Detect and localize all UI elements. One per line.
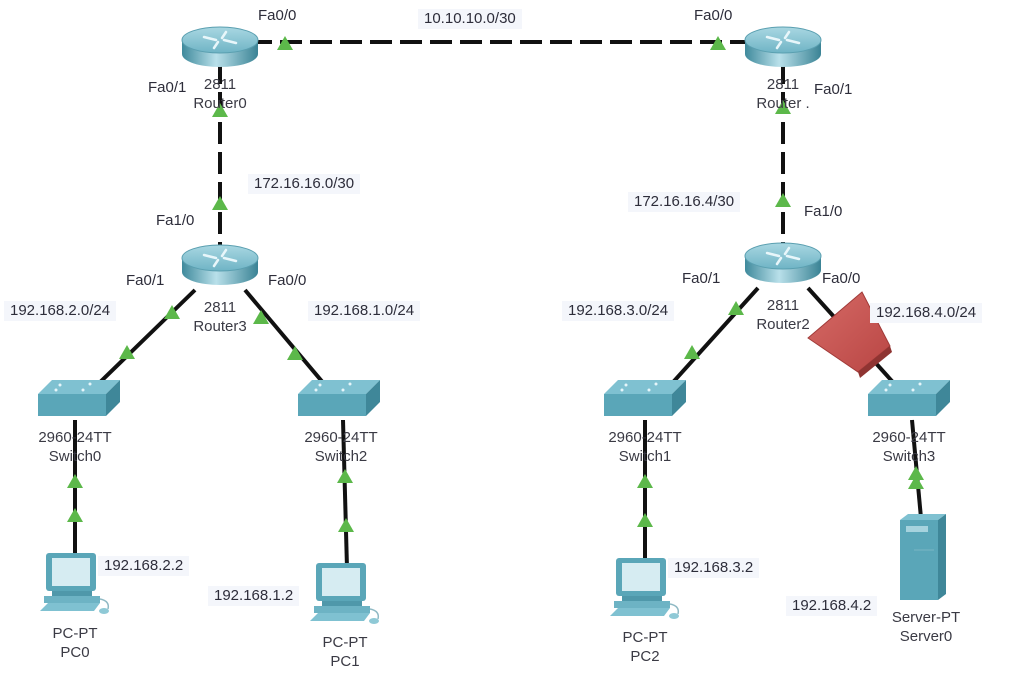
pc-icon[interactable]: [610, 558, 680, 619]
device-name: PC1: [330, 653, 360, 670]
network-label-wan-right: 172.16.16.4/30: [628, 192, 741, 212]
device-model: 2811: [203, 76, 237, 93]
router-icon[interactable]: [181, 26, 259, 67]
switch3-label: 2960-24TT Switch3: [864, 428, 954, 466]
network-label-lan-2: 192.168.2.0/24: [4, 301, 117, 321]
router1-label: 2811 Router .: [748, 75, 818, 113]
link-up-indicator: [67, 508, 83, 522]
link-up-indicator: [338, 518, 354, 532]
server0-label: Server-PT Server0: [886, 608, 966, 646]
device-name: Switch0: [48, 448, 102, 465]
link-up-indicator: [212, 196, 228, 210]
device-model: PC-PT: [622, 629, 668, 646]
link-up-indicator: [908, 475, 924, 489]
device-name: Router0: [193, 95, 247, 112]
ip-label-pc0: 192.168.2.2: [98, 556, 190, 576]
router-icon[interactable]: [744, 26, 822, 67]
link-router3-switch0[interactable]: [90, 288, 197, 392]
router-icon[interactable]: [181, 244, 259, 285]
link-up-indicator: [287, 346, 303, 360]
switch0-label: 2960-24TT Switch0: [30, 428, 120, 466]
switch-icon[interactable]: [604, 380, 686, 416]
pc0-label: PC-PT PC0: [40, 624, 110, 662]
link-up-indicator: [775, 193, 791, 207]
link-up-indicator: [684, 345, 700, 359]
interface-label-router1-fa01: Fa0/1: [814, 81, 853, 98]
ip-label-server0: 192.168.4.2: [786, 596, 878, 616]
ip-label-pc1: 192.168.1.2: [208, 586, 300, 606]
device-name: Switch3: [882, 448, 936, 465]
link-up-indicator: [775, 100, 791, 114]
switch1-label: 2960-24TT Switch1: [600, 428, 690, 466]
link-up-indicator: [212, 103, 228, 117]
interface-label-router2-fa00: Fa0/0: [822, 270, 861, 287]
link-up-indicator: [728, 301, 744, 315]
pc1-label: PC-PT PC1: [310, 633, 380, 671]
device-model: 2960-24TT: [38, 429, 112, 446]
link-up-indicator: [637, 474, 653, 488]
device-model: 2960-24TT: [304, 429, 378, 446]
link-up-indicator: [119, 345, 135, 359]
pdu-envelope-icon[interactable]: [807, 291, 892, 378]
device-name: Server0: [899, 628, 953, 645]
pc-icon[interactable]: [310, 563, 380, 624]
switch-icon[interactable]: [38, 380, 120, 416]
link-up-indicator: [637, 513, 653, 527]
switch-icon[interactable]: [298, 380, 380, 416]
link-up-indicator: [337, 469, 353, 483]
device-name: Router3: [193, 318, 247, 335]
link-up-indicator: [67, 474, 83, 488]
network-label-lan-3: 192.168.3.0/24: [562, 301, 675, 321]
link-switch2-pc1[interactable]: [341, 419, 349, 569]
link-up-indicator: [164, 305, 180, 319]
device-model: PC-PT: [322, 634, 368, 651]
device-name: Switch2: [314, 448, 368, 465]
router2-label: 2811 Router2: [748, 296, 818, 334]
pc2-label: PC-PT PC2: [610, 628, 680, 666]
link-up-indicator: [908, 466, 924, 480]
device-name: Router .: [756, 95, 810, 112]
network-label-wan-top: 10.10.10.0/30: [418, 9, 522, 29]
device-name: PC0: [60, 644, 90, 661]
ip-label-pc2: 192.168.3.2: [668, 558, 760, 578]
interface-label-router0-fa01: Fa0/1: [148, 79, 187, 96]
link-router2-switch1[interactable]: [664, 286, 760, 392]
interface-label-router3-fa10: Fa1/0: [156, 212, 195, 229]
interface-label-router3-fa01: Fa0/1: [126, 272, 165, 289]
router0-label: 2811 Router0: [185, 75, 255, 113]
links-layer: [73, 40, 923, 569]
interface-label-router2-fa10: Fa1/0: [804, 203, 843, 220]
interface-label-router2-fa01: Fa0/1: [682, 270, 721, 287]
network-label-lan-1: 192.168.1.0/24: [308, 301, 421, 321]
interface-label-router3-fa00: Fa0/0: [268, 272, 307, 289]
device-name: Router2: [756, 316, 810, 333]
device-model: 2811: [203, 299, 237, 316]
interface-label-router0-fa00: Fa0/0: [258, 7, 297, 24]
device-name: PC2: [630, 648, 660, 665]
link-router3-switch2[interactable]: [243, 288, 327, 387]
device-model: 2811: [766, 297, 800, 314]
switch-icon[interactable]: [868, 380, 950, 416]
device-model: 2811: [766, 76, 800, 93]
device-model: Server-PT: [891, 609, 961, 626]
device-name: Switch1: [618, 448, 672, 465]
link-up-indicator: [253, 310, 269, 324]
device-model: 2960-24TT: [608, 429, 682, 446]
switch2-label: 2960-24TT Switch2: [296, 428, 386, 466]
router3-label: 2811 Router3: [185, 298, 255, 336]
device-model: 2960-24TT: [872, 429, 946, 446]
link-up-indicator: [710, 36, 726, 50]
link-up-indicator: [277, 36, 293, 50]
router-icon[interactable]: [744, 242, 822, 283]
pc-icon[interactable]: [40, 553, 110, 614]
network-label-wan-left: 172.16.16.0/30: [248, 174, 361, 194]
interface-label-router1-fa00: Fa0/0: [694, 7, 733, 24]
network-label-lan-4: 192.168.4.0/24: [870, 303, 983, 323]
device-model: PC-PT: [52, 625, 98, 642]
link-status-layer: [67, 36, 924, 532]
server-icon[interactable]: [900, 514, 946, 600]
